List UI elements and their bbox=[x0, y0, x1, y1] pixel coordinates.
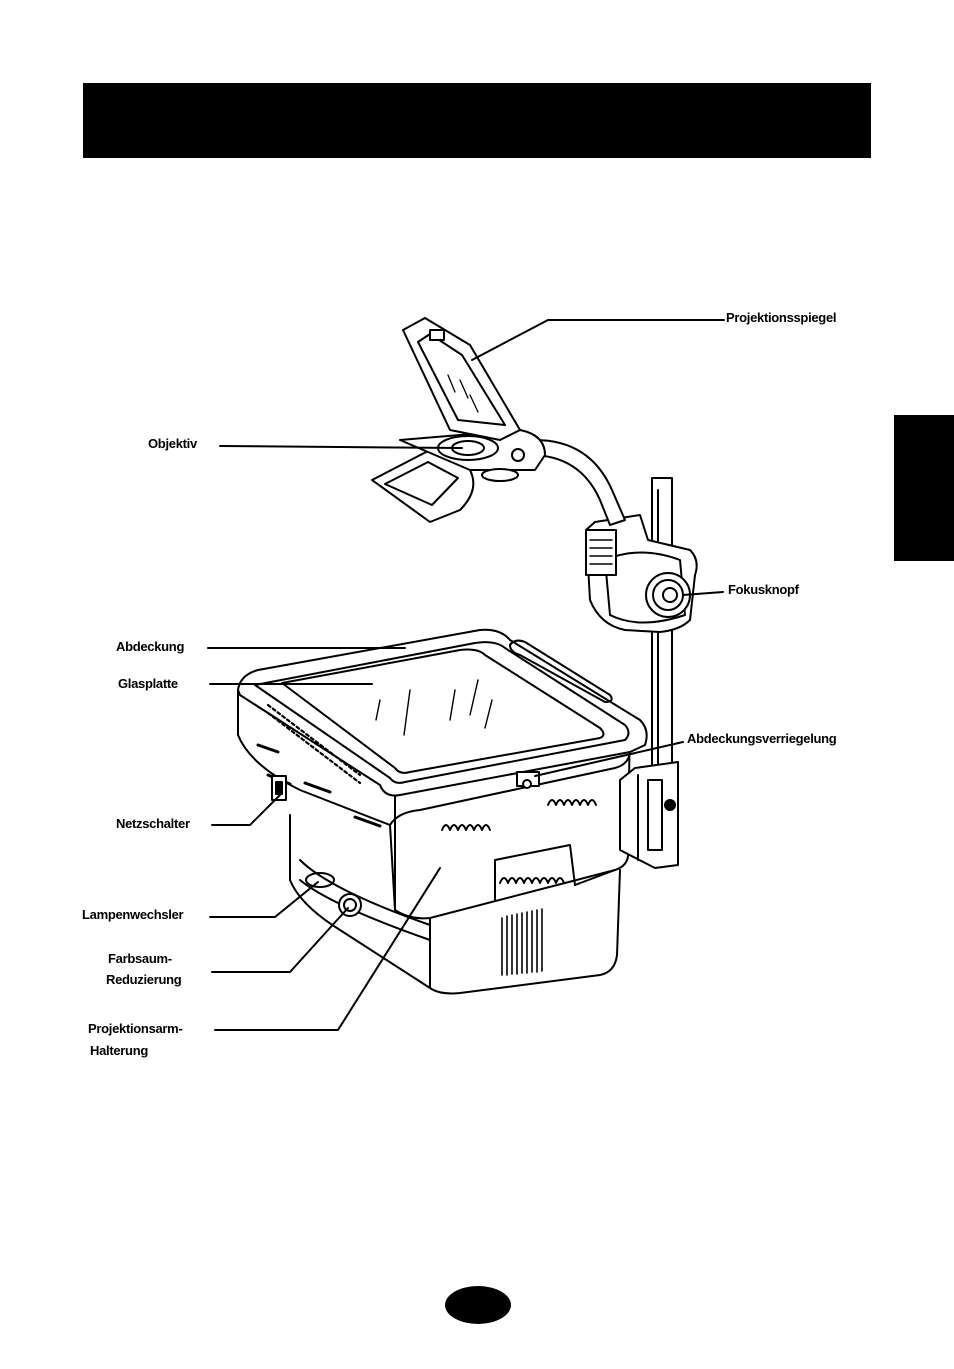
label-glass-plate: Glasplatte bbox=[118, 675, 178, 692]
label-color-fringe-line1: Farbsaum- bbox=[108, 950, 172, 967]
focus-head bbox=[586, 515, 697, 632]
label-lens: Objektiv bbox=[148, 435, 197, 452]
label-arm-holder-line1: Projektionsarm- bbox=[88, 1020, 182, 1037]
label-focus-knob: Fokusknopf bbox=[728, 581, 799, 598]
label-cover: Abdeckung bbox=[116, 638, 184, 655]
projection-mirror bbox=[403, 318, 520, 440]
label-color-fringe-line2: Reduzierung bbox=[106, 971, 181, 988]
label-lamp-changer: Lampenwechsler bbox=[82, 906, 183, 923]
label-power-switch: Netzschalter bbox=[116, 815, 190, 832]
lens-head bbox=[372, 430, 545, 522]
label-arm-holder-line2: Halterung bbox=[90, 1042, 148, 1059]
label-projection-mirror: Projektionsspiegel bbox=[726, 309, 836, 326]
label-cover-lock: Abdeckungsverriegelung bbox=[687, 730, 836, 747]
